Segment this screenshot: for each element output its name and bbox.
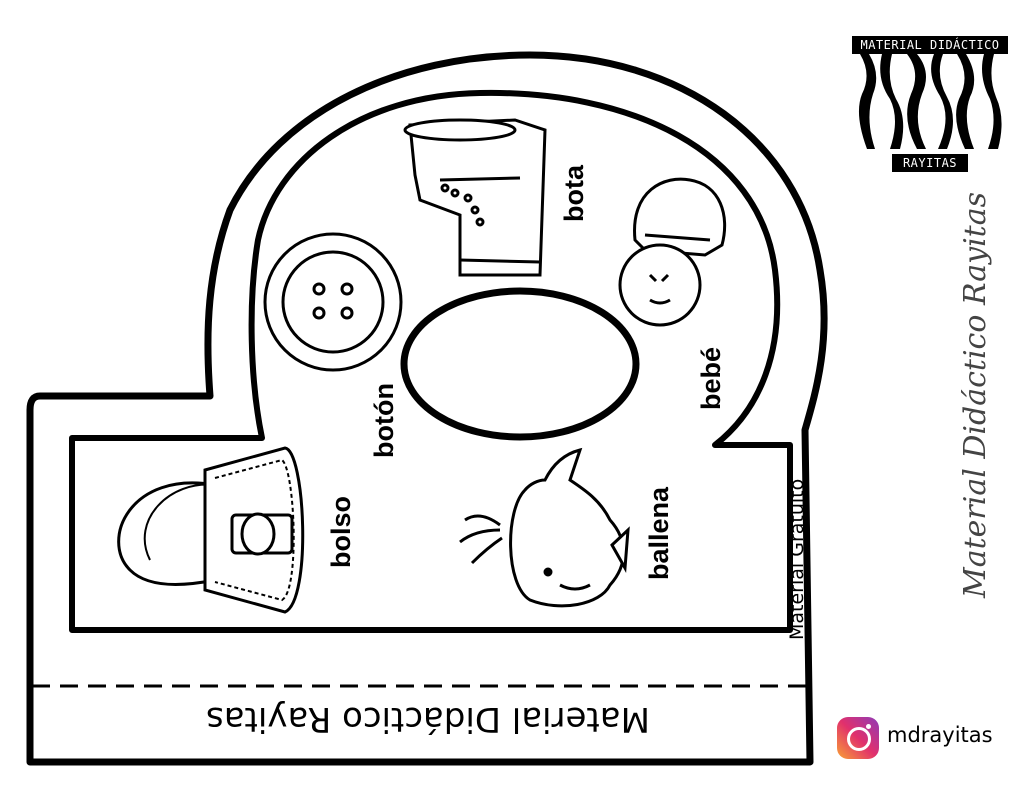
letter-hole (400, 287, 640, 441)
baby-icon (618, 177, 727, 327)
instagram-icon[interactable] (837, 717, 879, 759)
whale-icon (459, 447, 630, 608)
zebra-stripes-icon (852, 54, 1008, 154)
instagram-handle[interactable]: mdrayitas (887, 723, 993, 747)
instagram-dot (866, 724, 871, 729)
word-bolso: bolso (326, 496, 356, 568)
word-ballena: ballena (644, 486, 674, 580)
word-bebe: bebé (696, 347, 726, 410)
word-bota: bota (559, 164, 589, 222)
logo-top-banner: MATERIAL DIDÁCTICO (852, 36, 1008, 54)
bottom-band-text: Material Didáctico Rayitas (206, 699, 650, 739)
button-icon (263, 232, 403, 372)
bag-icon (117, 446, 305, 614)
brand-logo: MATERIAL DIDÁCTICO RAYITAS (852, 36, 1008, 174)
instagram-ring (847, 727, 871, 751)
word-boton: botón (369, 383, 399, 458)
boot-icon (403, 118, 547, 277)
side-signature: Material Didáctico Rayitas (958, 192, 993, 599)
material-gratuito-label: Material Gratuito (786, 479, 808, 640)
logo-bottom-banner: RAYITAS (892, 154, 968, 172)
